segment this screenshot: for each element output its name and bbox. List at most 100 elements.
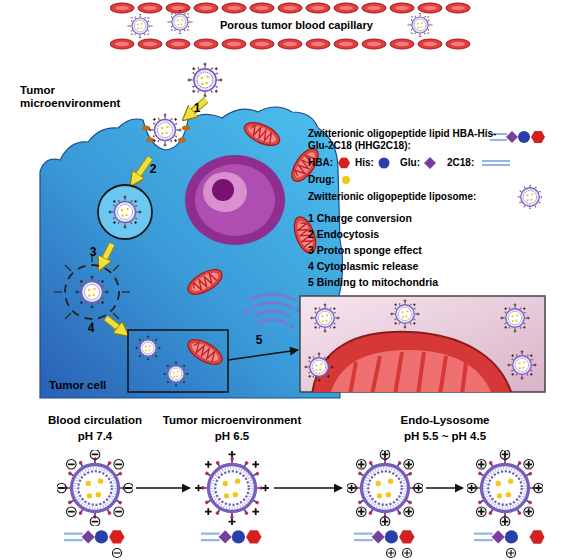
legend-text: 2C18: [447,157,483,169]
art-use [79,279,105,305]
art-path [312,332,512,392]
art-circle [65,265,119,319]
art-circle [507,549,516,558]
art-use [163,361,188,386]
art-use [347,450,424,527]
art-g [304,299,536,392]
art-line [136,158,150,178]
art-use [149,114,182,147]
art-use [184,265,226,300]
art-circle [403,549,412,558]
art-use [166,364,186,384]
art-ellipse [142,126,150,131]
art-use [467,450,544,527]
cell-membrane [40,107,343,398]
art-use [507,350,536,379]
art-use [201,530,262,543]
node-label: Porous tumor blood capillary [220,19,420,32]
cell-outline [35,100,345,400]
art-rect [110,2,472,14]
art-line [106,318,121,330]
step-number: 1 [190,102,204,116]
art-use [314,307,337,330]
art-line [274,487,342,489]
art-use [76,276,109,309]
step-list-item: 5 Binding to mitochondria [308,276,544,288]
step-list-item: 1 Charge conversion [308,212,544,224]
art-ellipse [185,155,285,245]
art-use [356,459,414,517]
art-circle [379,158,390,169]
art-use [66,459,124,517]
art-path [404,550,410,556]
charge-stages [57,450,545,558]
art-use [195,451,269,525]
step-list-item: 3 Proton sponge effect [308,244,544,256]
legend-text: Glu: [400,157,430,169]
art-circle [342,176,350,184]
art-ellipse [203,172,247,212]
art-use [410,15,430,35]
art-use [304,352,333,381]
art-circle [296,308,301,313]
organelles [184,118,323,328]
art-line [136,158,150,178]
art-path [508,550,514,556]
step-number: 2 [146,163,160,177]
step-number: 5 [252,334,266,348]
art-ellipse [182,126,190,131]
step-list-item: 4 Cytoplasmic release [308,260,544,272]
art-use [58,454,132,521]
ph-value: pH 6.5 [152,430,312,443]
art-use [152,117,178,143]
art-use [138,338,158,358]
art-circle [212,179,234,201]
art-ellipse [178,138,186,143]
art-use [519,186,542,209]
art-use [112,199,138,225]
art-polygon [338,158,350,168]
art-circle [387,549,396,558]
art-rect [128,330,228,392]
art-use [170,12,190,32]
art-use [474,530,518,543]
art-g [250,294,294,324]
art-use [57,450,134,527]
art-use [184,335,226,370]
art-use [504,307,527,330]
art-line [106,318,121,330]
art-rect [300,296,545,392]
stage-label: Blood circulation [15,414,175,427]
art-line [103,244,112,262]
art-polygon [424,157,436,169]
art-use [511,354,534,377]
legend-text: Zwitterionic oligopeptide lipid HBA-His-… [308,128,498,151]
art-path [350,352,466,392]
art-use [354,530,415,543]
legend-text: His: [355,157,385,169]
magnified-view [300,296,545,395]
stage-label: Tumor microenvironment [152,414,312,427]
art-use [130,16,150,36]
tumor-cell: Tumor cell [35,100,345,400]
region-label: Tumor microenvironment [20,84,130,110]
art-use [390,299,419,328]
art-use [109,196,142,229]
art-g [113,549,516,558]
art-rect [110,38,472,50]
art-use [241,118,283,150]
ph-value: pH 5.5 ~ pH 4.5 [365,430,525,443]
stage-label: Endo-Lysosome [365,414,525,427]
art-path [54,254,130,330]
step-number: 4 [84,322,98,336]
art-use [490,131,545,143]
art-use [167,11,192,34]
art-use [308,356,331,379]
art-line [103,244,112,262]
art-use [64,530,125,543]
art-circle [113,549,122,558]
art-use [135,335,160,360]
art-use [407,14,432,37]
